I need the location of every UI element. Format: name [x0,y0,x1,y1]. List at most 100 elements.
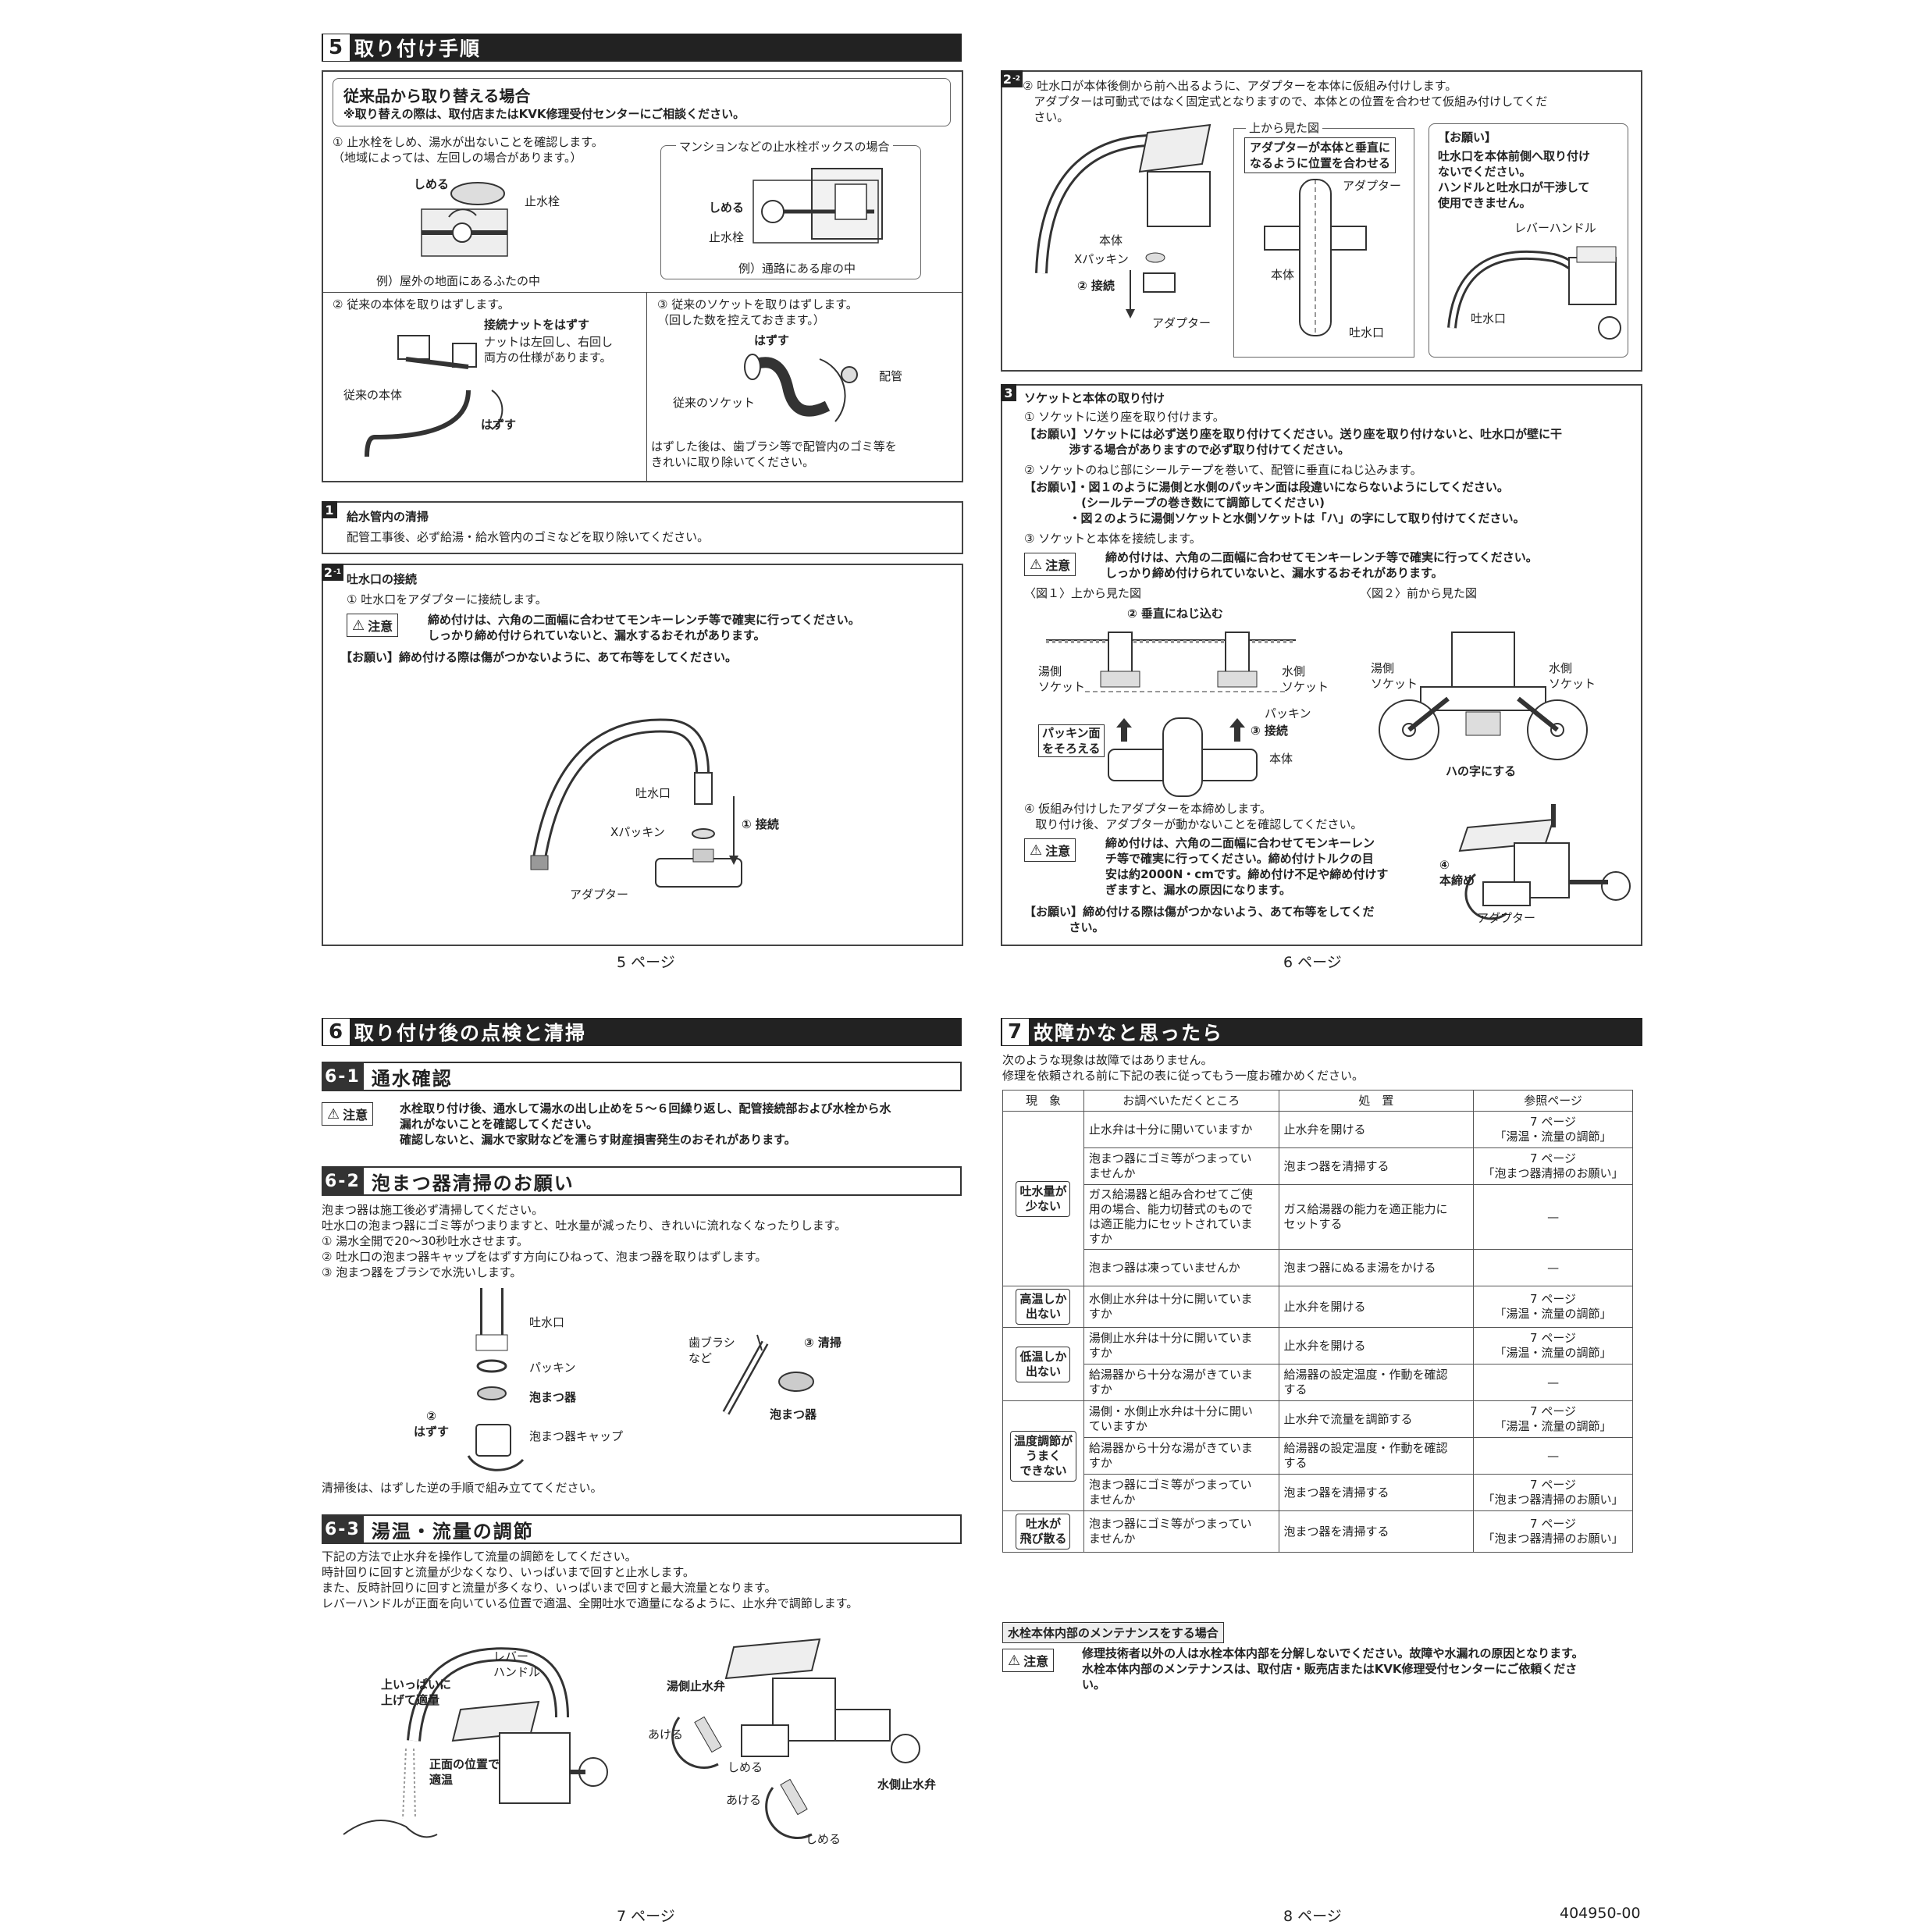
step-3-line-1: ① ソケットに送り座を取り付けます。 [1024,410,1225,424]
maintenance-caution: 修理技術者以外の人は水栓本体内部を分解しないでください。故障や水漏れの原因となり… [1082,1646,1584,1692]
fig-spout-label: 吐水口 [635,786,671,800]
caution-label: 注意 [1045,558,1071,573]
fig1-align-label: パッキン面 をそろえる [1038,724,1105,757]
check-cell: 給湯器から十分な湯がきていま すか [1083,1364,1279,1401]
f63-open2-label: あける [726,1793,762,1807]
reference-cell: — [1473,1364,1633,1401]
fig1-screw-label: ② 垂直にねじ込む [1127,607,1223,621]
old-faucet-illustration [365,335,503,457]
request-box [1429,123,1628,358]
s1-shisuisen-label: 止水栓 [525,194,560,208]
step-2-1-caution: 締め付けは、六角の二面幅に合わせてモンキーレンチ等で確実に行ってください。 しっ… [428,613,860,642]
step-3-title: ソケットと本体の取り付け [1024,391,1165,405]
check-cell: 泡まつ器にゴミ等がつまってい ませんか [1083,1147,1279,1185]
section-number: 7 [1002,1019,1029,1045]
top-spout-label: 吐水口 [1349,326,1385,340]
f63-close2-label: しめる [806,1832,841,1846]
step-1-box [322,501,963,554]
check-cell: 止水弁は十分に開いていますか [1083,1111,1279,1148]
caution-badge: ⚠注意 [1002,1649,1055,1672]
fig-packing-label: Xパッキン [1074,252,1129,266]
f63-hot-valve-label: 湯側止水弁 [667,1679,726,1693]
action-cell: 泡まつ器を清掃する [1278,1474,1475,1511]
step-2-1-title: 吐水口の接続 [347,572,418,586]
reference-cell: 7 ページ 「泡まつ器清掃のお願い」 [1473,1474,1633,1511]
reference-cell: 7 ページ 「泡まつ器清掃のお願い」 [1473,1510,1633,1553]
phenomenon-cell: 低温しか 出ない [1002,1327,1084,1401]
fig2-title: 〈図２〉前から見た図 [1360,586,1478,600]
caution-label: 注意 [1023,1654,1049,1669]
section-7-title-bar: 7 故障かなと思ったら [1001,1018,1642,1046]
f62-packing-label: パッキン [529,1361,576,1375]
subsection-title: 泡まつ器清掃のお願い [371,1172,575,1194]
reference-cell: 7 ページ 「湯温・流量の調節」 [1473,1111,1633,1148]
top-view-title: 上から見た図 [1246,120,1323,136]
top-adapter-label: アダプター [1343,179,1402,193]
adapter-body-illustration [1035,123,1212,318]
action-cell: 止水弁で流量を調節する [1278,1400,1475,1438]
fig-adapter-label: アダプター [570,888,629,902]
f62-cap-label: 泡まつ器キャップ [529,1429,624,1443]
section-title: 取り付け後の点検と清掃 [354,1022,587,1044]
f62-spout-label: 吐水口 [529,1315,565,1329]
table-row: 温度調節が うまく できない湯側・水側止水弁は十分に開い ていますか止水弁で流量… [1002,1400,1633,1511]
table-row: ガス給湯器と組み合わせてご使 用の場合、能力切替式のもので は適正能力にセットさ… [1003,1184,1633,1250]
f62-aerator2-label: 泡まつ器 [770,1407,817,1421]
check-cell: 湯側・水側止水弁は十分に開い ていますか [1083,1400,1279,1438]
step-3-line-6: ④ 仮組み付けしたアダプターを本締めします。 取り付け後、アダプターが動かないこ… [1024,802,1363,831]
s2-body-label: 従来の本体 [343,388,403,402]
check-cell: 水側止水弁は十分に開いていま すか [1083,1286,1279,1328]
replace-section-box [322,70,963,482]
top-body-label: 本体 [1271,268,1295,282]
box-shimeru-label: しめる [709,201,745,215]
s2-nut-label: 接続ナットをはずす [484,318,590,332]
step-num-main: 2 [323,564,333,580]
check-cell: 泡まつ器にゴミ等がつまってい ませんか [1083,1474,1279,1511]
f63-front-label: 正面の位置で 適温 [429,1757,500,1787]
warning-triangle-icon: ⚠ [327,1105,340,1123]
fig2-cold-label: 水側 ソケット [1549,661,1596,691]
phenomenon-cell: 温度調節が うまく できない [1002,1400,1084,1511]
fig1-packing-label: パッキン [1265,706,1311,720]
subsection-6-2-bar: 6-2 泡まつ器清掃のお願い [322,1166,962,1196]
section-number: 5 [323,34,350,61]
phenomenon-label: 低温しか 出ない [1016,1346,1071,1382]
replace-note: ※取り替えの際は、取付店またはKVK修理受付センターにご相談ください。 [343,107,745,121]
action-cell: 泡まつ器を清掃する [1278,1510,1475,1553]
fig-connect-label: ② 接続 [1077,279,1115,293]
s3-after-text: はずした後は、歯ブラシ等で配管内のゴミ等を きれいに取り除いてください。 [651,439,897,469]
fig-adapter-label: アダプター [1152,316,1212,330]
document-code: 404950-00 [1560,1905,1641,1922]
replace-title-box [333,78,951,126]
caution-label: 注意 [1045,844,1071,859]
step-1-number: 1 [322,501,337,518]
subsection-title: 通水確認 [371,1067,453,1090]
caution-badge: ⚠注意 [347,614,399,637]
phenomenon-label: 高温しか 出ない [1016,1289,1071,1325]
f63-cold-valve-label: 水側止水弁 [877,1777,937,1791]
warning-triangle-icon: ⚠ [1030,841,1043,859]
section-title: 故障かなと思ったら [1034,1022,1224,1044]
action-cell: 給湯器の設定温度・作動を確認 する [1278,1437,1475,1475]
s61-caution: 水栓取り付け後、通水して湯水の出し止めを５～６回繰り返し、配管接続部および水栓か… [400,1101,891,1147]
s1-caption: 例）屋外の地面にあるふたの中 [376,274,541,288]
caution-label: 注意 [368,619,393,634]
step-3-number: 3 [1001,384,1016,401]
fig2-hot-label: 湯側 ソケット [1371,661,1418,691]
subsection-6-3-bar: 6-3 湯温・流量の調節 [322,1514,962,1544]
caution-badge: ⚠注意 [1024,838,1076,862]
step-3-box [1001,384,1642,946]
s3-hazusu-label: はずす [754,333,790,347]
phenomenon-label: 吐水が 飛び散る [1016,1514,1071,1550]
s3-pipe-label: 配管 [879,369,903,383]
divider [322,292,963,293]
action-cell: ガス給湯器の能力を適正能力に セットする [1278,1184,1475,1250]
request-lever-label: レバーハンドル [1514,221,1596,235]
action-cell: 止水弁を開ける [1278,1286,1475,1328]
action-cell: 給湯器の設定温度・作動を確認 する [1278,1364,1475,1401]
step-2-2-number: 2-2 [1001,70,1023,87]
